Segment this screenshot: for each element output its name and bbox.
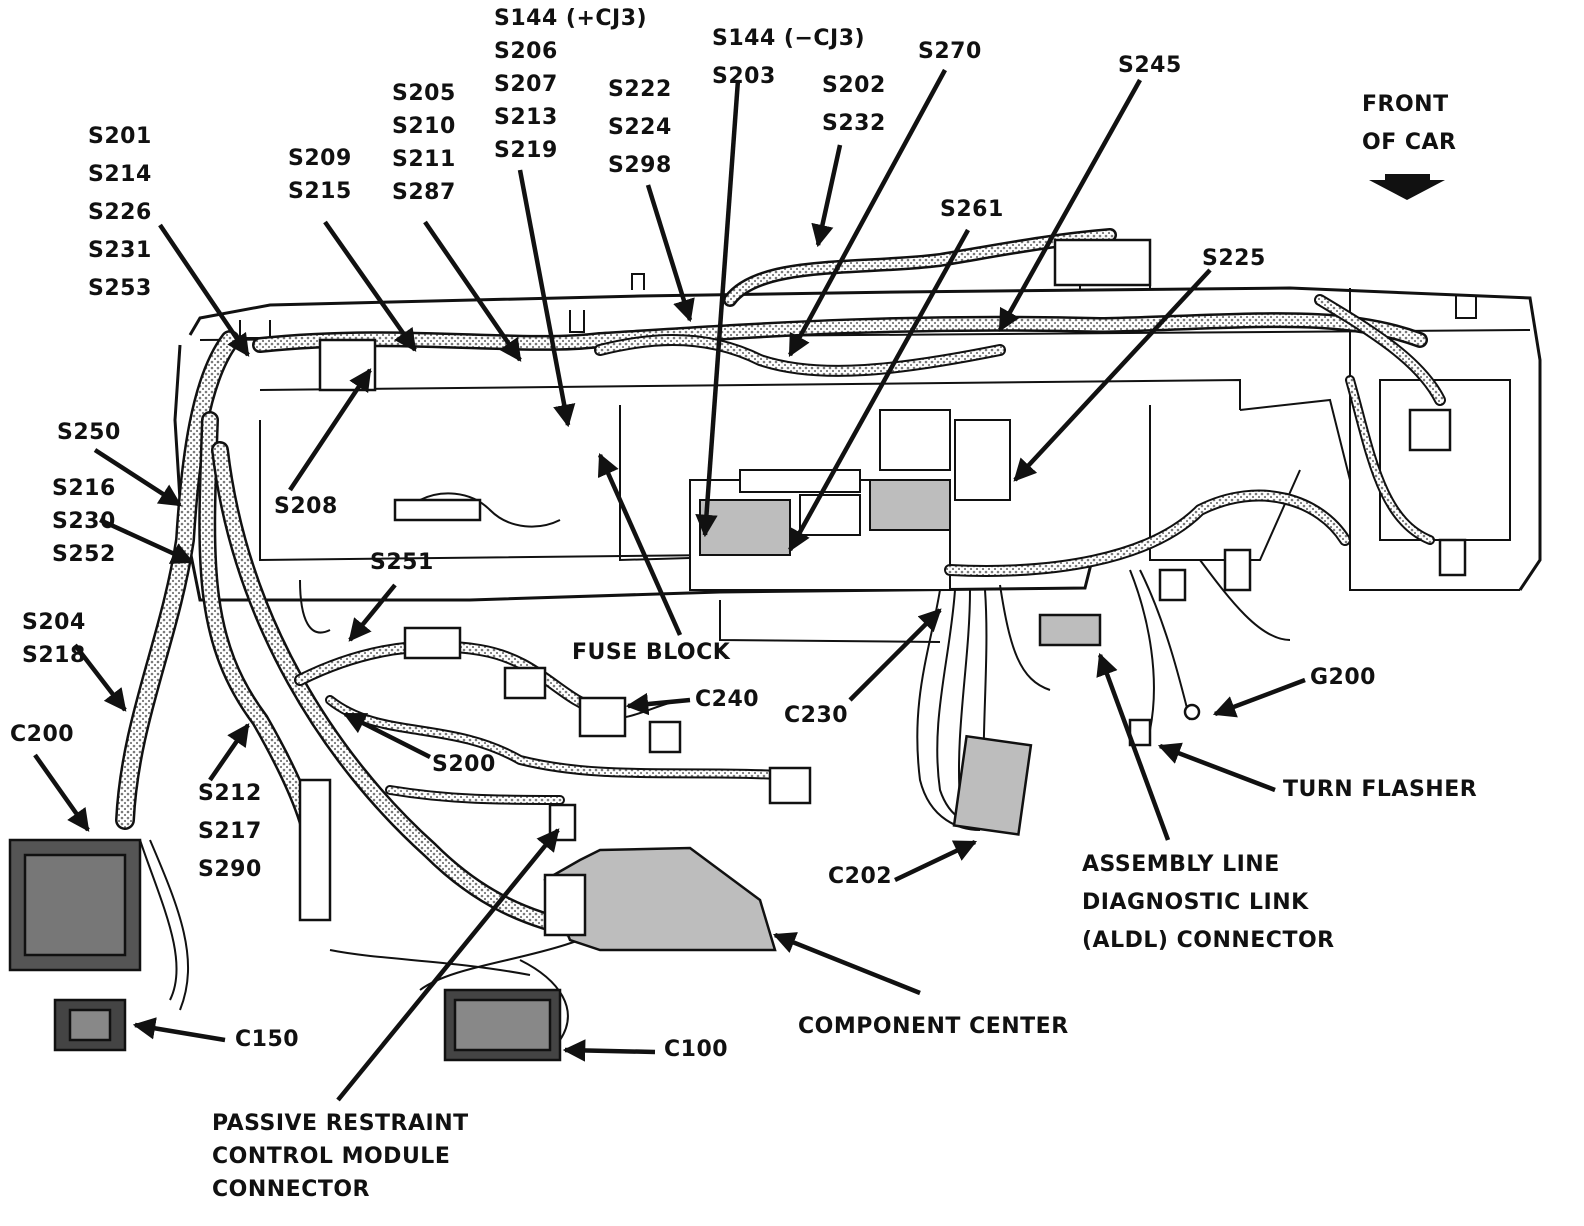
label-s209-group: S209 S215 xyxy=(288,146,352,204)
leader-arrows xyxy=(33,68,1306,1102)
label-aldl-connector: ASSEMBLY LINE DIAGNOSTIC LINK (ALDL) CON… xyxy=(1082,852,1335,953)
label-c202: C202 xyxy=(828,864,893,889)
label-front-of-car: FRONT OF CAR xyxy=(1362,92,1457,155)
label-turn-flasher: TURN FLASHER xyxy=(1283,777,1478,802)
label-s200: S200 xyxy=(432,752,496,777)
label-s261: S261 xyxy=(940,197,1004,222)
label-s202-group: S202 S232 xyxy=(822,73,886,136)
label-s250: S250 xyxy=(57,420,121,445)
label-s204-group: S204 S218 xyxy=(22,610,86,668)
label-s144-plus-group: S144 (+CJ3) S206 S207 S213 S219 xyxy=(494,6,648,163)
label-c200: C200 xyxy=(10,722,75,747)
label-s216-group: S216 S230 S252 xyxy=(52,476,116,567)
label-s251: S251 xyxy=(370,550,434,575)
label-c230: C230 xyxy=(784,703,849,728)
label-s270: S270 xyxy=(918,39,982,64)
wire-bundles xyxy=(139,492,1291,1041)
label-g200: G200 xyxy=(1310,665,1376,690)
label-s208: S208 xyxy=(274,494,338,519)
label-component-center: COMPONENT CENTER xyxy=(798,1014,1069,1039)
front-arrow-icon xyxy=(1369,174,1445,200)
label-s144-minus-group: S144 (−CJ3) S203 xyxy=(712,26,866,89)
label-s222-group: S222 S224 S298 xyxy=(608,77,672,178)
harness-trunks xyxy=(115,228,1446,939)
fuse-block-drawing xyxy=(689,409,1011,591)
label-c150: C150 xyxy=(235,1027,300,1052)
label-s245: S245 xyxy=(1118,53,1182,78)
label-s205-group: S205 S210 S211 S287 xyxy=(392,81,456,205)
label-c100: C100 xyxy=(664,1037,729,1062)
label-passive-restraint: PASSIVE RESTRAINT CONTROL MODULE CONNECT… xyxy=(212,1111,469,1202)
connector-drawings xyxy=(8,238,1467,1062)
label-s212-group: S212 S217 S290 xyxy=(198,781,262,882)
label-s201-group: S201 S214 S226 S231 S253 xyxy=(88,124,152,301)
label-s225: S225 xyxy=(1202,246,1266,271)
label-fuse-block: FUSE BLOCK xyxy=(572,640,731,665)
label-c240: C240 xyxy=(695,687,760,712)
